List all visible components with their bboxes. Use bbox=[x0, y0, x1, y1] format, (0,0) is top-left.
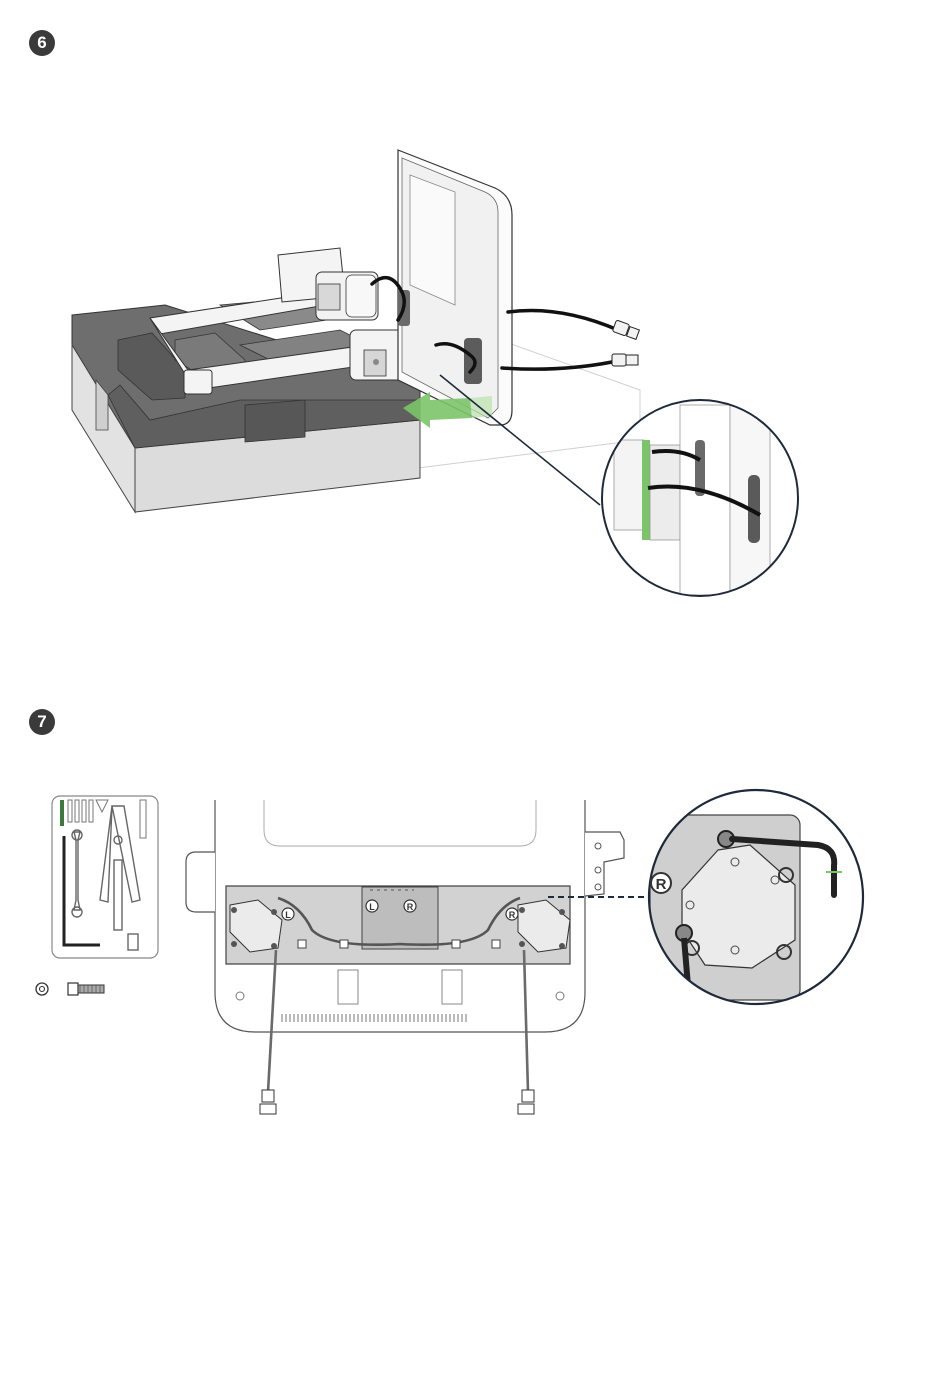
bolt-icon bbox=[68, 983, 104, 995]
right-side-label: R bbox=[509, 910, 516, 920]
pliers-icon bbox=[100, 806, 140, 902]
detail-leader-line bbox=[440, 375, 600, 505]
tool-kit-card bbox=[52, 796, 158, 958]
motor-housing-upper bbox=[316, 272, 378, 320]
screwdriver-icon bbox=[114, 860, 138, 950]
detail-side-label: R bbox=[656, 876, 667, 893]
mounting-plate bbox=[226, 886, 570, 964]
internal-cable bbox=[278, 898, 520, 945]
frame-body bbox=[186, 800, 624, 1032]
cable-end-connectors bbox=[260, 1090, 534, 1114]
plate-right-marker: R bbox=[404, 900, 416, 912]
right-side-marker: R bbox=[506, 908, 518, 920]
cable-connectors bbox=[612, 320, 639, 366]
detail-side-marker: R bbox=[651, 873, 671, 893]
step-6-illustration bbox=[0, 0, 950, 700]
left-side-marker: L bbox=[282, 908, 294, 920]
motor-plate-right bbox=[518, 900, 570, 952]
motor-plate-left bbox=[230, 900, 282, 952]
detail-circle-step6 bbox=[602, 400, 802, 600]
screwdriver-set-icon bbox=[68, 800, 146, 838]
upright-panel bbox=[398, 150, 512, 425]
plate-left-label: L bbox=[369, 902, 375, 912]
left-side-label: L bbox=[285, 910, 291, 920]
plate-right-label: R bbox=[407, 902, 414, 912]
wrench-icon bbox=[72, 830, 82, 917]
hex-key-icon bbox=[64, 836, 100, 945]
washer-icon bbox=[36, 983, 48, 995]
detail-circle-step7 bbox=[649, 790, 863, 1010]
hanging-cables bbox=[268, 950, 528, 1092]
step-7-badge: 7 bbox=[29, 709, 55, 735]
plate-left-marker: L bbox=[366, 900, 378, 912]
